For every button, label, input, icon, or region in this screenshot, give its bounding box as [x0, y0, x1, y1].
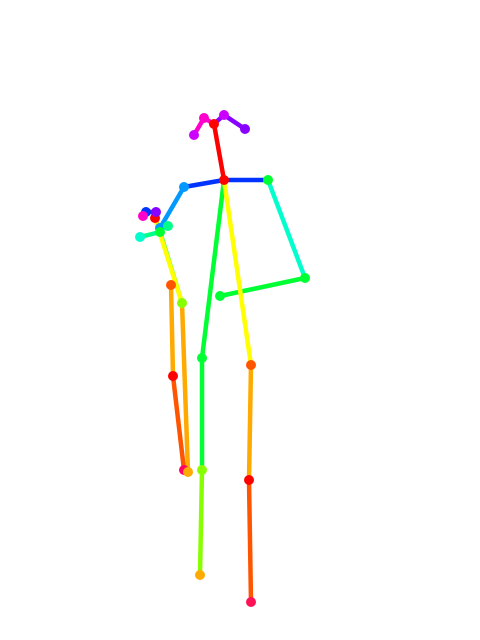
left-hip-joint	[246, 360, 256, 370]
figure2-hip-joint	[177, 298, 187, 308]
left-knee-joint	[244, 475, 254, 485]
left-elbow-joint	[300, 273, 310, 283]
figure2-shoulder-joint	[163, 221, 173, 231]
nose-joint	[209, 119, 219, 129]
skeleton-limbs	[137, 112, 308, 605]
neck-to-right-hip-limb	[199, 177, 227, 361]
right-knee-joint	[197, 465, 207, 475]
left-eye-joint	[219, 110, 229, 120]
left-wrist-joint	[215, 291, 225, 301]
left-shin-limb	[246, 477, 254, 605]
figure2-ear-joint	[151, 207, 161, 217]
left-thigh-limb	[246, 362, 254, 483]
figure2-leg-orange-limb	[179, 300, 191, 475]
right-upper-arm-limb	[157, 184, 187, 231]
right-shoulder-joint	[179, 182, 189, 192]
figure2-knee-joint	[168, 371, 178, 381]
figure2-hip2-joint	[166, 280, 176, 290]
neck-to-nose-limb	[211, 121, 227, 183]
skeleton-joints	[135, 110, 310, 607]
figure2-shin-limb	[170, 373, 187, 473]
figure2-thigh-limb	[168, 282, 176, 379]
left-forearm-limb	[217, 275, 308, 299]
right-ear-joint	[189, 130, 199, 140]
neck-joint	[219, 175, 229, 185]
figure2-neck-joint	[155, 227, 165, 237]
right-hip-joint	[197, 353, 207, 363]
left-upper-arm-limb	[265, 177, 308, 281]
right-eye-joint	[199, 113, 209, 123]
neck-to-right-shoulder-limb	[181, 177, 227, 190]
left-ankle-joint	[246, 597, 256, 607]
right-ankle-joint	[195, 570, 205, 580]
right-shin-limb	[197, 467, 205, 578]
left-ear-joint	[240, 124, 250, 134]
left-shoulder-joint	[263, 175, 273, 185]
figure2-ankle2-joint	[183, 467, 193, 477]
neck-to-left-hip-limb	[221, 177, 254, 368]
figure2-ear2-joint	[138, 211, 148, 221]
figure2-elbow-joint	[135, 232, 145, 242]
